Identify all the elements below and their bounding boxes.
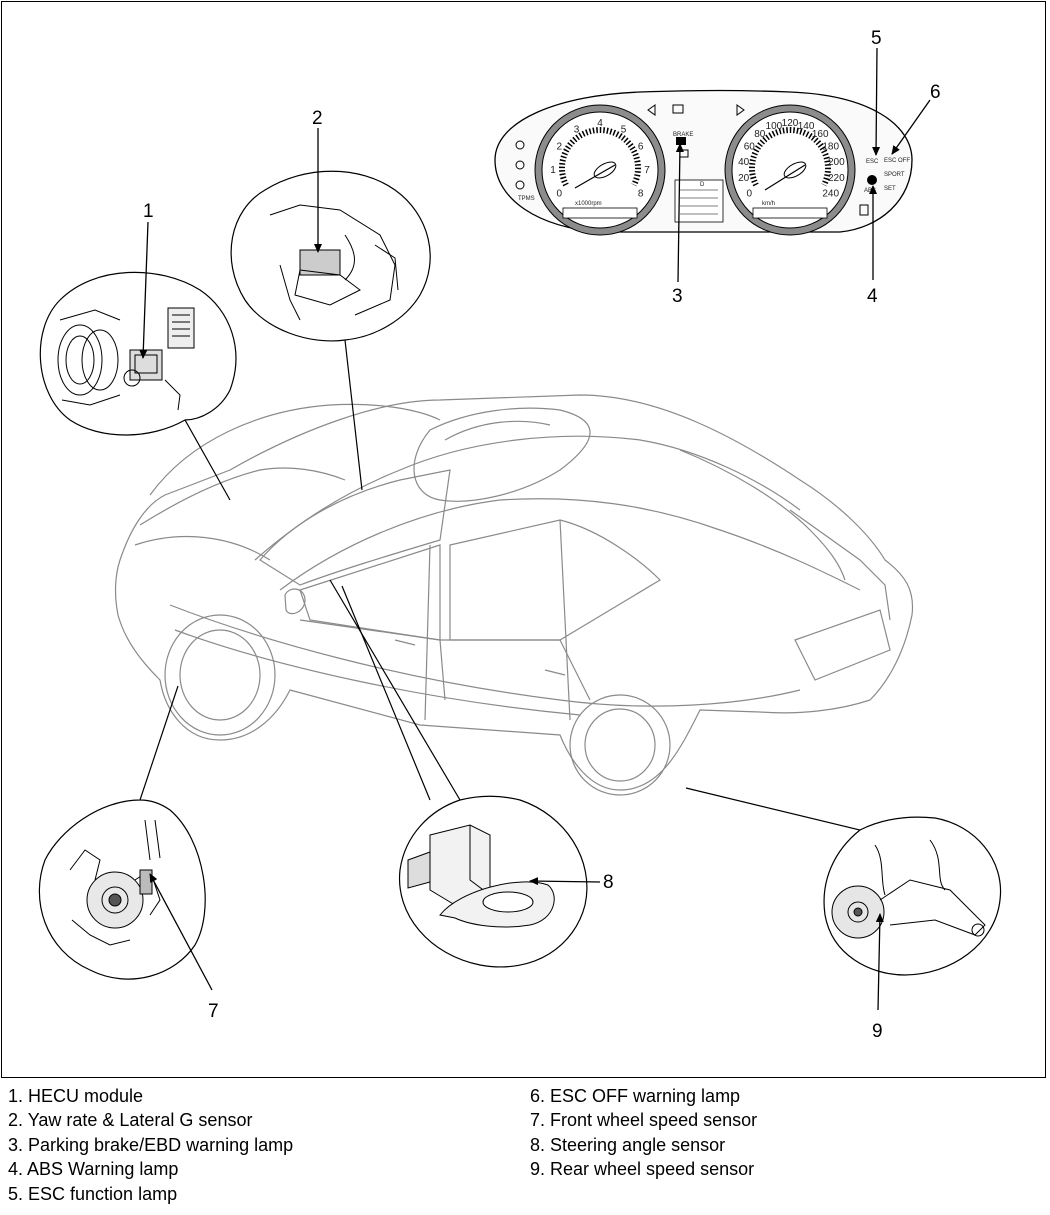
tachometer-tick-label: 4 xyxy=(597,118,603,129)
callout-bubbles xyxy=(38,170,1002,980)
legend-item: 8. Steering angle sensor xyxy=(530,1134,726,1155)
esc-off-lamp-label: ESC OFF xyxy=(884,158,910,164)
brake-lamp-label: BRAKE xyxy=(673,132,693,138)
legend-column-left: 1. HECU module 2. Yaw rate & Lateral G s… xyxy=(8,1084,293,1206)
speedometer-tick-label: 0 xyxy=(747,189,753,200)
legend-item: 7. Front wheel speed sensor xyxy=(530,1110,758,1131)
tachometer-scale: 0 1 23 4 56 7 8 xyxy=(550,118,650,200)
legend-column-right: 6. ESC OFF warning lamp 7. Front wheel s… xyxy=(530,1084,757,1182)
steering-angle-sensor-illustration xyxy=(407,824,555,928)
callout-8: 8 xyxy=(603,872,614,893)
tachometer-tick-label: 6 xyxy=(638,142,644,153)
legend-item: 6. ESC OFF warning lamp xyxy=(530,1086,741,1106)
speedometer-tick-label: 220 xyxy=(828,173,845,184)
callout-2: 2 xyxy=(312,108,323,129)
speedometer-tick-label: 40 xyxy=(738,157,750,168)
tachometer-tick-label: 2 xyxy=(557,142,563,153)
gear-indicator: D xyxy=(700,182,705,188)
speedometer-tick-label: 140 xyxy=(798,121,815,132)
leader-lines xyxy=(139,47,931,1011)
legend-item: 9. Rear wheel speed sensor xyxy=(530,1159,755,1180)
esc-lamp-label: ESC xyxy=(866,159,879,165)
speedometer-tick-label: 180 xyxy=(822,142,839,153)
callout-3: 3 xyxy=(672,286,683,307)
speedometer-tick-label: 240 xyxy=(822,189,839,200)
speedometer-tick-label: 20 xyxy=(738,173,750,184)
speedometer-tick-label: 200 xyxy=(828,157,845,168)
legend-item: 2. Yaw rate & Lateral G sensor xyxy=(8,1110,253,1131)
tachometer-tick-label: 5 xyxy=(621,124,627,135)
tachometer-tick-label: 0 xyxy=(557,189,563,200)
tachometer-tick-label: 3 xyxy=(574,124,580,135)
legend-item: 1. HECU module xyxy=(8,1086,144,1106)
car-illustration xyxy=(114,394,914,796)
speedometer-tick-label: 60 xyxy=(744,142,756,153)
speedometer-tick-label: 100 xyxy=(766,121,783,132)
callout-1: 1 xyxy=(143,201,154,222)
sport-lamp-label: SPORT xyxy=(884,172,905,178)
set-lamp-label: SET xyxy=(884,186,896,192)
legend-item: 5. ESC function lamp xyxy=(8,1183,178,1204)
callout-9: 9 xyxy=(872,1021,883,1042)
rear-wheel-sensor-illustration xyxy=(831,839,986,939)
front-wheel-sensor-illustration xyxy=(69,819,161,946)
speedometer-unit: km/h xyxy=(762,201,775,207)
component-legend: 1. HECU module 2. Yaw rate & Lateral G s… xyxy=(8,1084,1048,1214)
callout-4: 4 xyxy=(867,286,878,307)
speedometer-tick-label: 120 xyxy=(782,118,799,129)
abs-lamp-label: ABS xyxy=(864,188,876,194)
tachometer-tick-label: 7 xyxy=(644,165,650,176)
tachometer-unit: x1000rpm xyxy=(575,201,602,207)
tachometer-tick-label: 8 xyxy=(638,189,644,200)
hecu-module-illustration xyxy=(57,307,195,411)
speedometer-tick-label: 80 xyxy=(754,129,766,140)
callout-5: 5 xyxy=(871,28,882,49)
legend-item: 3. Parking brake/EBD warning lamp xyxy=(8,1134,294,1155)
speedometer-tick-label: 160 xyxy=(812,129,829,140)
legend-item: 4. ABS Warning lamp xyxy=(8,1159,179,1180)
callout-6: 6 xyxy=(930,82,941,103)
yaw-rate-sensor-illustration xyxy=(269,204,399,321)
tachometer-tick-label: 1 xyxy=(550,165,556,176)
instrument-cluster xyxy=(494,89,913,236)
callout-7: 7 xyxy=(208,1001,219,1022)
tpms-lamp-label: TPMS xyxy=(518,196,535,202)
